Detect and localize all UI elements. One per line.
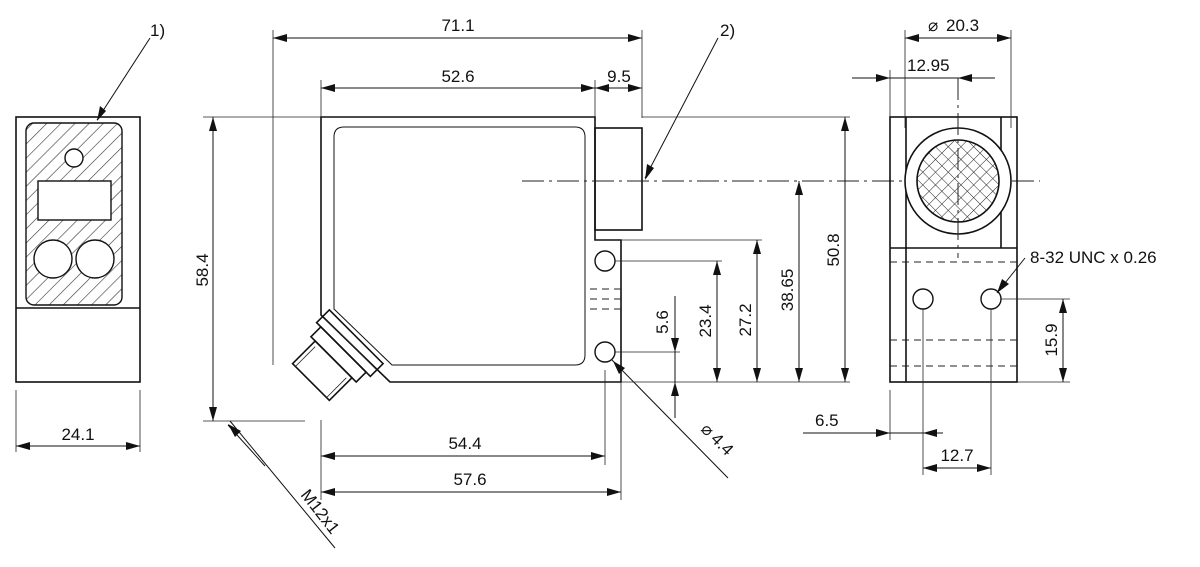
- arrowhead: [209, 407, 217, 421]
- arrowhead: [876, 429, 890, 437]
- thread-line: [295, 346, 316, 367]
- arrowhead: [273, 34, 287, 42]
- dim-hole-diameter: 4.4: [707, 429, 737, 459]
- thread-line: [326, 377, 347, 398]
- diameter-symbol: ⌀: [928, 16, 938, 35]
- arrowhead: [795, 181, 803, 195]
- nut-line: [322, 315, 378, 371]
- arrowhead: [16, 442, 30, 450]
- display-window: [37, 180, 112, 221]
- leader-1: [96, 37, 151, 121]
- arrowhead: [977, 464, 991, 472]
- dim-overall-length: 71.1: [441, 16, 474, 35]
- arrowhead: [1059, 299, 1067, 313]
- connector-thread: [291, 339, 354, 402]
- body-outline: [320, 116, 622, 383]
- arrowhead: [591, 452, 605, 460]
- dim-connector-length: 9.5: [607, 67, 631, 86]
- dim-hole-spacing-small: 5.6: [653, 310, 672, 334]
- arrowhead: [581, 84, 595, 92]
- arrowhead: [713, 261, 721, 275]
- indicator-led: [64, 148, 84, 168]
- dim-line-thread: [229, 420, 336, 549]
- arrowhead: [126, 442, 140, 450]
- arrowhead: [753, 368, 761, 382]
- dim-front-width: 24.1: [61, 425, 94, 444]
- end-housing: [889, 116, 1018, 383]
- button-right: [75, 239, 115, 279]
- arrowhead: [841, 117, 849, 131]
- mount-hole-lower: [594, 341, 616, 363]
- arrowhead: [321, 488, 335, 496]
- dim-lower-length-1: 54.4: [448, 434, 481, 453]
- dim-body-length: 52.6: [441, 67, 474, 86]
- dim-center-height: 38.65: [778, 269, 797, 312]
- body-inner-outline: [333, 126, 586, 366]
- dim-lens-offset: 12.95: [907, 56, 950, 75]
- arrowhead: [876, 74, 890, 82]
- end-view: ⌀ 20.3 12.95 8-32 UNC x 0.26 15.9 6.5 12…: [803, 16, 1157, 475]
- front-housing: [15, 116, 141, 383]
- leader-hole: [611, 359, 729, 479]
- arrowhead: [795, 368, 803, 382]
- dim-hole-to-base: 23.4: [696, 304, 715, 337]
- arrowhead: [595, 84, 609, 92]
- connector-collar: [309, 325, 368, 384]
- dim-side-hole-spacing: 12.7: [940, 446, 973, 465]
- dim-side-hole-height: 15.9: [1042, 323, 1061, 356]
- connector: [291, 308, 385, 402]
- leader-1-arrow: [97, 106, 106, 121]
- dim-side-offset: 6.5: [815, 411, 839, 430]
- arrowhead: [1059, 368, 1067, 382]
- arrowhead: [923, 464, 937, 472]
- arrowhead: [753, 240, 761, 254]
- arrowhead: [997, 34, 1011, 42]
- arrowhead: [628, 84, 642, 92]
- dim-lower-length-2: 57.6: [453, 470, 486, 489]
- leader-2: [644, 37, 719, 179]
- arrowhead: [905, 34, 919, 42]
- front-view: 1) 24.1: [15, 21, 165, 452]
- arrowhead: [958, 74, 972, 82]
- side-view: 2) 71.1 52.6 9.5 58.4 M12x1: [193, 16, 1040, 549]
- arrowhead: [321, 452, 335, 460]
- leader-2-arrow: [645, 164, 654, 180]
- arrowhead: [841, 368, 849, 382]
- callout-1: 1): [150, 21, 165, 40]
- arrowhead: [628, 34, 642, 42]
- arrowhead: [607, 488, 621, 496]
- arrowhead: [228, 424, 241, 437]
- arrowhead: [923, 429, 937, 437]
- arrowhead: [671, 382, 679, 396]
- arrowhead: [321, 84, 335, 92]
- arrowhead: [997, 279, 1009, 293]
- callout-2: 2): [720, 21, 735, 40]
- label-thread-spec: 8-32 UNC x 0.26: [1030, 248, 1157, 267]
- top-block: [594, 127, 643, 231]
- dim-top-height: 50.8: [824, 233, 843, 266]
- threaded-hole-left: [912, 288, 934, 310]
- arrowhead: [613, 361, 625, 374]
- dim-lens-diameter: 20.3: [946, 16, 979, 35]
- dim-step-height: 27.2: [736, 303, 755, 336]
- arrowhead: [209, 117, 217, 131]
- mount-hole-upper: [594, 250, 616, 272]
- dim-height: 58.4: [193, 253, 212, 286]
- button-left: [33, 239, 73, 279]
- arrowhead: [713, 368, 721, 382]
- arrowhead: [671, 338, 679, 352]
